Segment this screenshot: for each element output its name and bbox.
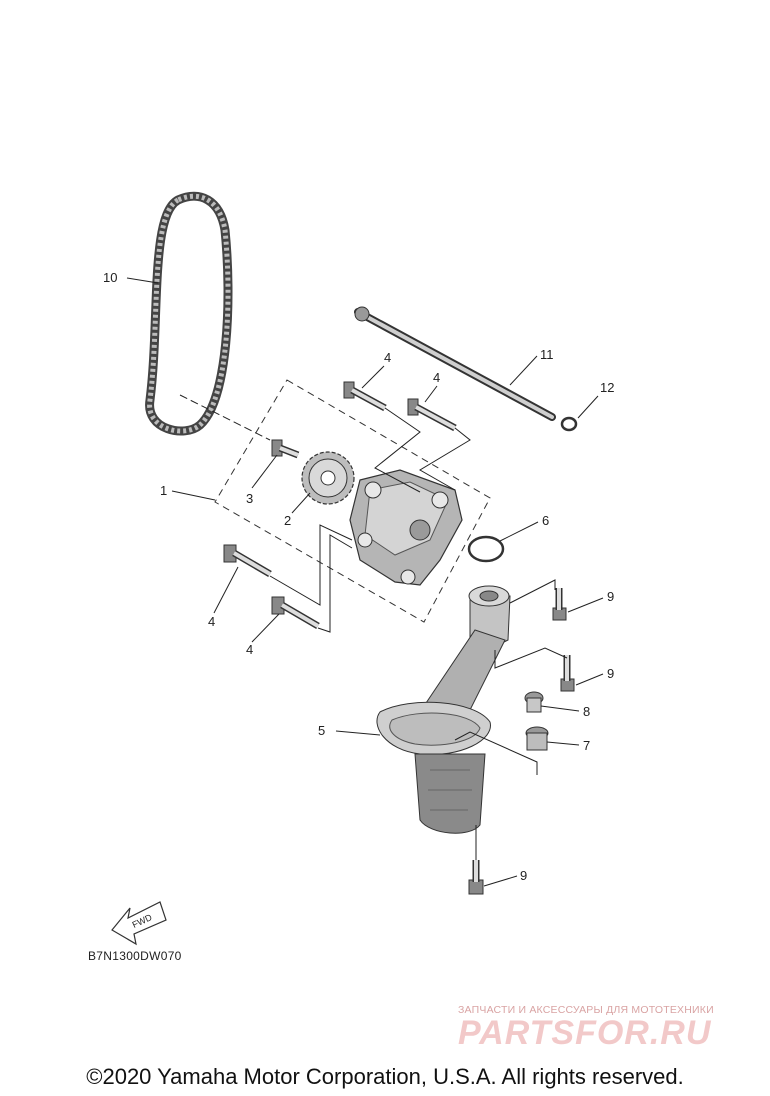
leader-4a (361, 365, 385, 389)
watermark-logo: PARTSFOR.RU (458, 1014, 712, 1052)
callout-12: 12 (600, 380, 614, 395)
bolt-routing-lower (269, 524, 353, 606)
bolt-routing-upper-right (419, 427, 471, 491)
callout-2: 2 (284, 513, 291, 528)
leader-4b (424, 385, 438, 403)
part-4-bolt-mid-left (223, 544, 272, 578)
strainer-routing-middle (494, 647, 568, 669)
bolt-routing-upper (374, 407, 421, 493)
leader-9a (567, 597, 604, 613)
part-8-plug (524, 691, 544, 713)
callout-4-top-left: 4 (384, 350, 391, 365)
leader-3 (251, 454, 278, 489)
leader-1 (171, 490, 216, 501)
callout-6: 6 (542, 513, 549, 528)
oil-pump-body (349, 469, 463, 586)
copyright-notice: ©2020 Yamaha Motor Corporation, U.S.A. A… (86, 1064, 684, 1089)
leader-12 (577, 395, 599, 419)
part-9-bolt-middle (560, 655, 575, 692)
leader-5 (335, 730, 381, 736)
callout-4-low-left: 4 (246, 642, 253, 657)
bolt-routing-lower-2 (317, 534, 353, 633)
part-4-bolt-top-left (343, 381, 387, 412)
assembly-1-boundary (214, 379, 491, 623)
callout-5: 5 (318, 723, 325, 738)
part-4-bolt-low-left (271, 596, 320, 630)
leader-7 (546, 741, 580, 746)
part-2-sprocket (301, 451, 355, 505)
strainer-routing-lower (454, 731, 538, 775)
leader-8 (540, 705, 580, 712)
part-5-strainer (376, 585, 511, 834)
callout-4-top-right: 4 (433, 370, 440, 385)
leader-2 (291, 492, 311, 514)
strainer-routing-upper (509, 579, 556, 604)
part-3-bolt (271, 439, 300, 459)
leader-10 (126, 277, 159, 284)
part-9-bolt-lower (468, 860, 484, 895)
watermark-tagline: ЗАПЧАСТИ И АКСЕССУАРЫ ДЛЯ МОТОТЕХНИКИ (458, 1004, 714, 1016)
leader-9b (575, 673, 604, 686)
leader-4c (213, 566, 239, 614)
leader-10-chain (179, 394, 271, 441)
callout-4-mid-left: 4 (208, 614, 215, 629)
callout-9-lower: 9 (520, 868, 527, 883)
leader-6 (499, 521, 539, 542)
part-11-shaft (354, 306, 556, 421)
callout-9-upper: 9 (607, 589, 614, 604)
leader-9c (483, 875, 518, 887)
callout-7: 7 (583, 738, 590, 753)
part-10-chain (145, 191, 233, 436)
part-9-bolt-upper (552, 588, 567, 621)
callout-10: 10 (103, 270, 117, 285)
callout-11: 11 (540, 347, 554, 362)
callout-9-middle: 9 (607, 666, 614, 681)
leader-11 (509, 355, 538, 386)
callout-3: 3 (246, 491, 253, 506)
part-12-clip (560, 416, 578, 432)
part-4-bolt-top-right (407, 398, 457, 432)
part-7-plug (525, 726, 549, 751)
diagram-code: B7N1300DW070 (88, 949, 182, 963)
part-6-o-ring (467, 535, 505, 563)
fwd-arrow-icon: FWD (111, 901, 167, 946)
callout-8: 8 (583, 704, 590, 719)
leader-4d (251, 613, 280, 643)
callout-1: 1 (160, 483, 167, 498)
